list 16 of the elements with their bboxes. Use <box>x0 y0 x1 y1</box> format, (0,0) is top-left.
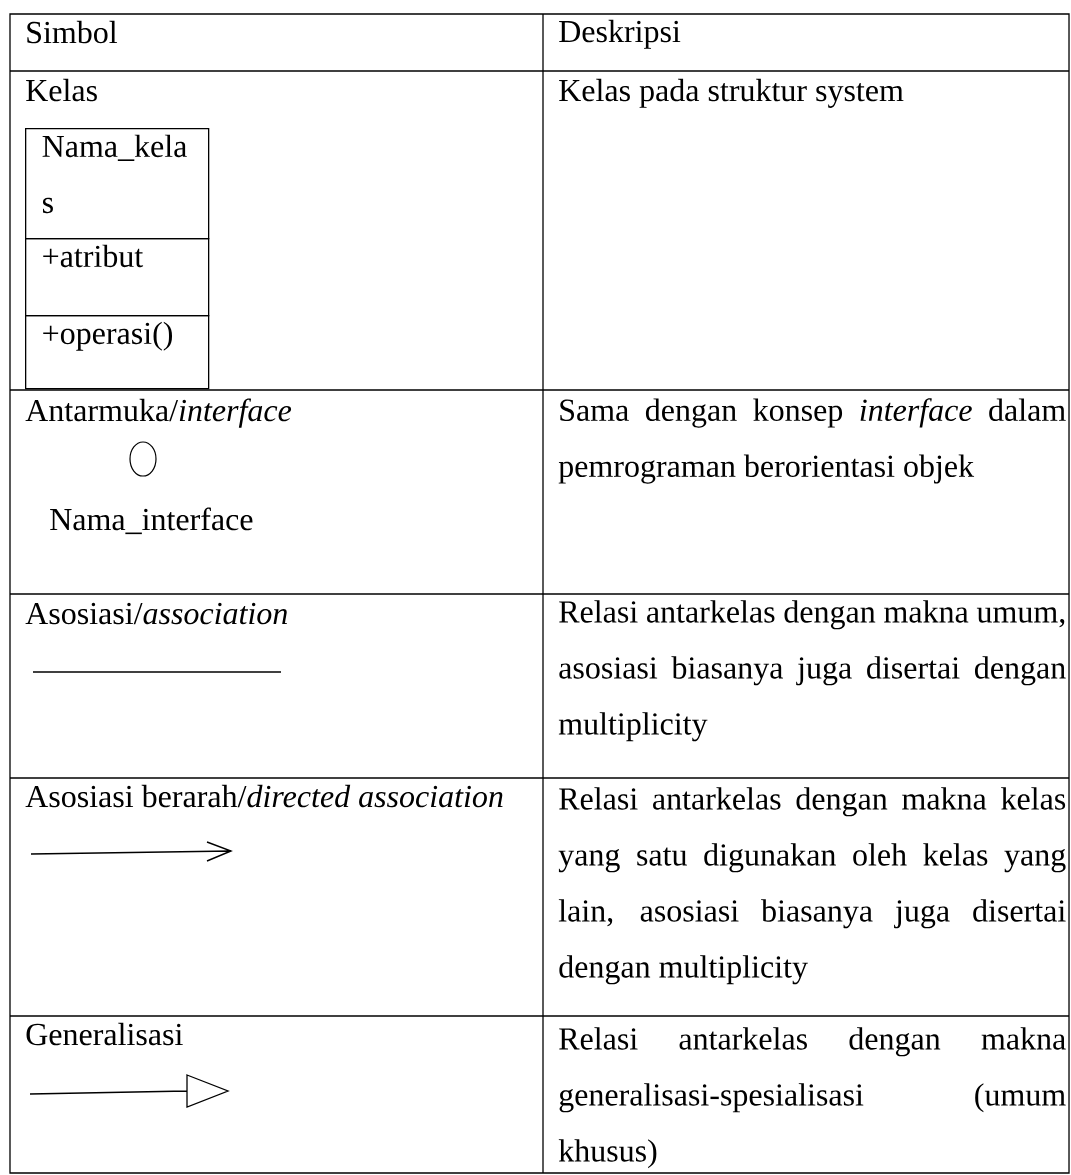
class-compartment: +operasi() <box>25 315 210 390</box>
cell-text: Asosiasi/association <box>25 602 287 625</box>
cell-text: Relasi antarkelas dengan makna generalisasi-spesialisasi (umum khusus) <box>558 1027 1066 1169</box>
cell-text: Asosiasi berarah/directed association <box>25 784 503 808</box>
cell-text: Relasi antarkelas dengan makna kelas yang satu digunakan oleh kelas yang lain, asosiasi biasanya juga disertai dengan multiplicity <box>558 787 1066 985</box>
interface-circle <box>129 441 157 477</box>
cell-text: Sama dengan konsep interface dalam pemrograman berorientasi objek <box>558 398 1066 484</box>
cell-text: Simbol <box>27 20 118 44</box>
class-compartment: +atribut <box>25 238 210 317</box>
cell-text: Relasi antarkelas dengan makna umum, asosiasi biasanya juga disertai dengan multiplicity <box>558 600 1066 742</box>
cell-text: Kelas pada struktur system <box>559 78 904 108</box>
class-compartment: Nama_kela s <box>25 128 210 240</box>
cell-text: Antarmuka/interface <box>25 398 292 428</box>
cell-text: Deskripsi <box>559 19 681 49</box>
cell-text: Generalisasi <box>26 1022 183 1046</box>
interface-name: Nama_interface <box>50 507 253 535</box>
